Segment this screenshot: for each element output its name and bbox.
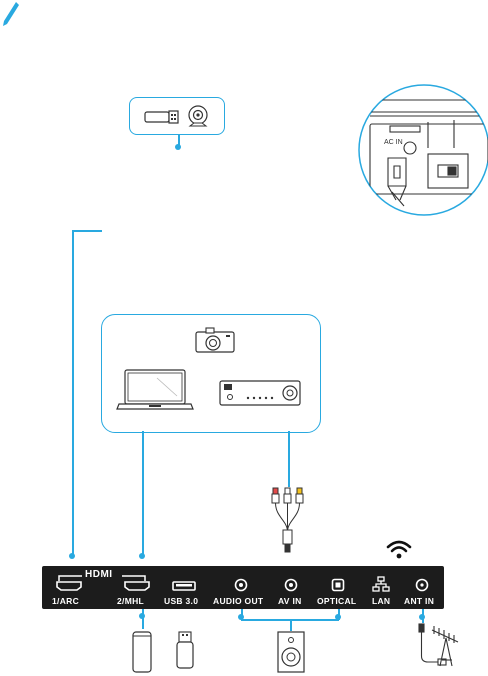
wifi-icon bbox=[386, 540, 412, 560]
speaker-icon bbox=[276, 630, 306, 674]
usb-drive-icon bbox=[174, 630, 196, 670]
laptop-icon bbox=[117, 368, 195, 412]
audio-out-dot bbox=[238, 614, 244, 620]
port-label-2-mhl: 2/MHL bbox=[117, 596, 144, 606]
pencil-icon bbox=[0, 0, 20, 28]
port-label-ant-in: ANT IN bbox=[404, 596, 434, 606]
hdmi-title: HDMI bbox=[85, 569, 113, 580]
mhl-connector-dot bbox=[139, 553, 145, 559]
mhl-connector-line bbox=[142, 431, 144, 556]
port-label-audio-out: AUDIO OUT bbox=[213, 596, 263, 606]
rca-cable-icon bbox=[268, 486, 308, 560]
ant-in-port[interactable] bbox=[415, 578, 429, 592]
port-label-optical: OPTICAL bbox=[317, 596, 356, 606]
arc-connector-dot bbox=[69, 553, 75, 559]
svg-text:AC IN: AC IN bbox=[384, 139, 403, 146]
arc-connector-line bbox=[72, 230, 74, 556]
av-receiver-icon bbox=[218, 378, 302, 408]
optical-dot bbox=[335, 614, 341, 620]
port-label-1-arc: 1/ARC bbox=[52, 596, 79, 606]
port-label-lan: LAN bbox=[372, 596, 390, 606]
phone-connector-line bbox=[142, 609, 144, 629]
port-label-av-in: AV IN bbox=[278, 596, 302, 606]
hdmi-2-port[interactable] bbox=[123, 580, 151, 592]
audio-out-port[interactable] bbox=[234, 578, 248, 592]
power-switch-icon: AC IN bbox=[358, 82, 488, 222]
usb-webcam-icon bbox=[142, 103, 214, 129]
webcam-connector-dot bbox=[175, 144, 181, 150]
usb-port[interactable] bbox=[171, 580, 197, 592]
hdmi-1-port[interactable] bbox=[55, 580, 83, 592]
port-label-usb: USB 3.0 bbox=[164, 596, 198, 606]
av-in-port[interactable] bbox=[284, 578, 298, 592]
optical-port[interactable] bbox=[331, 578, 345, 592]
lan-port[interactable] bbox=[372, 576, 390, 592]
phone-connector-dot bbox=[139, 613, 145, 619]
camera-icon bbox=[194, 326, 236, 354]
rca-connector-line bbox=[288, 431, 290, 487]
phone-icon bbox=[131, 630, 153, 674]
arc-connector-top bbox=[72, 230, 102, 232]
antenna-icon bbox=[412, 616, 464, 672]
